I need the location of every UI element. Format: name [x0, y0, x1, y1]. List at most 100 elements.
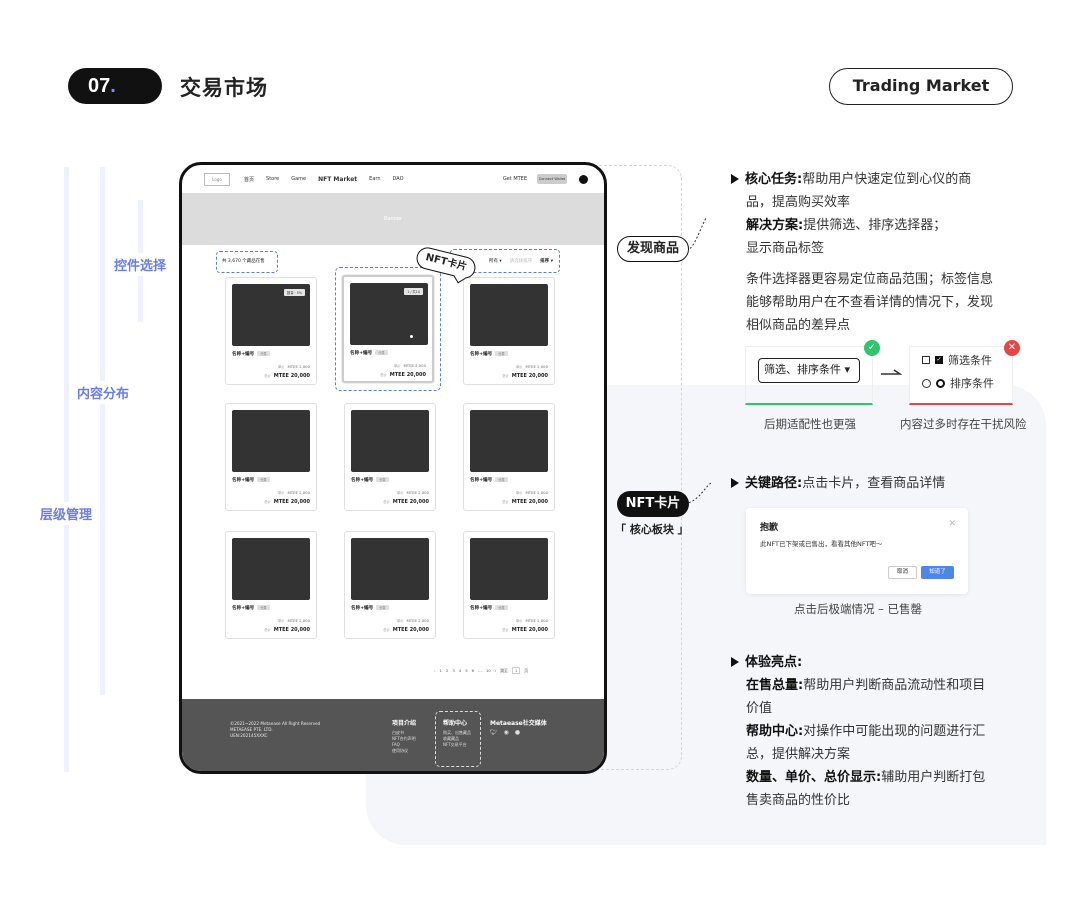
total-label: 总价 — [502, 374, 509, 378]
mockup-navbar: Logo 首页 Store Game NFT Market Earn DAO G… — [182, 165, 604, 193]
unit-price: MTEE 2,000 — [287, 618, 310, 623]
checkbox-checked-icon[interactable]: ✓ — [935, 356, 943, 364]
exp3-text: 辅助用户判断打包 — [881, 770, 986, 785]
solution-text: 提供筛选、排序选择器； — [803, 218, 947, 233]
footer-link[interactable]: 使用协议 — [392, 748, 408, 753]
nft-image — [470, 284, 548, 346]
nft-image: 数量 · 5% — [232, 284, 310, 346]
page-number[interactable]: 5 — [465, 668, 468, 673]
page-number[interactable]: 1 — [439, 668, 442, 673]
filter-sort-select-demo[interactable]: 筛选、排序条件 ▾ — [758, 358, 860, 383]
card-name: 名称+编号 — [470, 606, 493, 611]
page-prev[interactable]: ‹ — [434, 668, 436, 673]
card-chip: 分类 — [257, 477, 270, 482]
unit-price: MTEE 2,000 — [287, 490, 310, 495]
unit-label: 单价 — [393, 364, 401, 368]
unit-label: 单价 — [515, 365, 523, 369]
nav-game[interactable]: Game — [291, 176, 307, 182]
unit-label: 单价 — [396, 491, 404, 495]
unit-label: 单价 — [277, 365, 285, 369]
page-number[interactable]: 4 — [458, 668, 462, 673]
nav-earn[interactable]: Earn — [369, 176, 381, 182]
page-number[interactable]: 3 — [452, 668, 455, 673]
discord-icon[interactable]: ◉ — [503, 729, 509, 736]
footer-link[interactable]: 收藏藏品 — [443, 736, 459, 741]
banner: Banner — [182, 193, 604, 245]
footer-help: 帮助中心 购买、出售藏品 收藏藏品 NFT交易平台 — [443, 721, 471, 748]
exp1-label: 在售总量: — [746, 678, 804, 693]
sort-option-label: 排序条件 — [950, 377, 994, 390]
get-mtee-link[interactable]: Get MTEE — [502, 176, 527, 182]
radio-selected-icon[interactable] — [936, 378, 945, 388]
path-label: 关键路径: — [745, 476, 803, 491]
total-label: 总价 — [380, 373, 387, 377]
desc-line: 条件选择器更容易定位商品范围；标签信息 — [746, 272, 994, 287]
arrow-icon — [881, 369, 902, 375]
footer-link[interactable]: FAQ — [392, 742, 400, 747]
card-chip: 分类 — [376, 605, 389, 610]
footer-link[interactable]: 购买、出售藏品 — [443, 730, 471, 735]
nav-nft-market[interactable]: NFT Market — [318, 175, 358, 183]
checkbox-empty-icon[interactable] — [922, 356, 930, 364]
card-name: 名称+编号 — [470, 352, 493, 357]
task-text: 帮助用户快速定位到心仪的商 — [802, 172, 972, 187]
connect-wallet-button[interactable]: Connect Wallet — [537, 174, 567, 184]
page-number[interactable]: 2 — [445, 668, 449, 673]
close-icon[interactable]: ✕ — [948, 519, 956, 529]
total-price: MTEE 20,000 — [273, 373, 310, 379]
total-label: 总价 — [383, 628, 390, 632]
total-label: 总价 — [502, 500, 509, 504]
sort-select[interactable]: 排序 ▾ — [540, 259, 553, 264]
filter-select[interactable]: 所有 ▾ — [488, 259, 502, 264]
nft-image: 1 / 共10 — [350, 283, 428, 345]
ok-button[interactable]: 知道了 — [921, 566, 954, 579]
english-title: Trading Market — [829, 68, 1013, 105]
nav-dao[interactable]: DAO — [392, 176, 404, 182]
cancel-button[interactable]: 取消 — [888, 566, 917, 579]
desc-line: 能够帮助用户在不查看详情的情况下，发现 — [746, 295, 994, 310]
close-icon: ✕ — [1004, 340, 1020, 356]
telegram-icon[interactable]: ● — [514, 729, 521, 736]
connector-nft — [684, 481, 713, 505]
callout-dashed-frame — [594, 165, 682, 770]
nft-image — [232, 410, 310, 472]
total-label: 总价 — [264, 500, 271, 504]
avatar[interactable] — [579, 174, 588, 184]
nav-home[interactable]: 首页 — [244, 176, 255, 183]
page-number[interactable]: 6 — [471, 668, 475, 673]
footer-link[interactable]: NFT交易平台 — [443, 742, 467, 747]
uen-line: UEN:202145XXXC — [230, 733, 268, 738]
footer-project: 项目介绍 白皮书 NFT合约声明 FAQ 使用协议 — [392, 721, 416, 754]
footer-col-title: 帮助中心 — [443, 720, 468, 727]
card-name: 名称+编号 — [232, 606, 255, 611]
nft-image — [351, 538, 429, 600]
logo[interactable]: Logo — [204, 172, 230, 186]
nav-store[interactable]: Store — [266, 176, 280, 182]
card-chip: 分类 — [257, 351, 270, 356]
page-next[interactable]: › — [494, 668, 497, 673]
footer-link[interactable]: 白皮书 — [392, 730, 404, 735]
footer-link[interactable]: NFT合约声明 — [392, 736, 416, 741]
core-task-block: 核心任务:帮助用户快速定位到心仪的商 品，提高购买效率 解决方案:提供筛选、排序… — [731, 168, 1031, 337]
page-jump-input[interactable]: 1 — [511, 667, 521, 674]
card-chip: 分类 — [495, 605, 508, 610]
total-price: MTEE 20,000 — [273, 499, 310, 505]
company-line: METAEASE PTE. LTD. — [230, 727, 273, 732]
twitter-icon[interactable]: 🐦︎ — [490, 729, 498, 736]
radio-empty-icon[interactable] — [922, 378, 931, 388]
total-price: MTEE 20,000 — [511, 627, 548, 633]
page-number[interactable]: 10 — [485, 668, 491, 673]
sort-placeholder[interactable]: 请选择排序 — [509, 259, 533, 264]
check-icon: ✓ — [864, 340, 880, 356]
good-example-frame — [745, 346, 873, 405]
callout-nft-card: NFT卡片 — [617, 491, 689, 517]
